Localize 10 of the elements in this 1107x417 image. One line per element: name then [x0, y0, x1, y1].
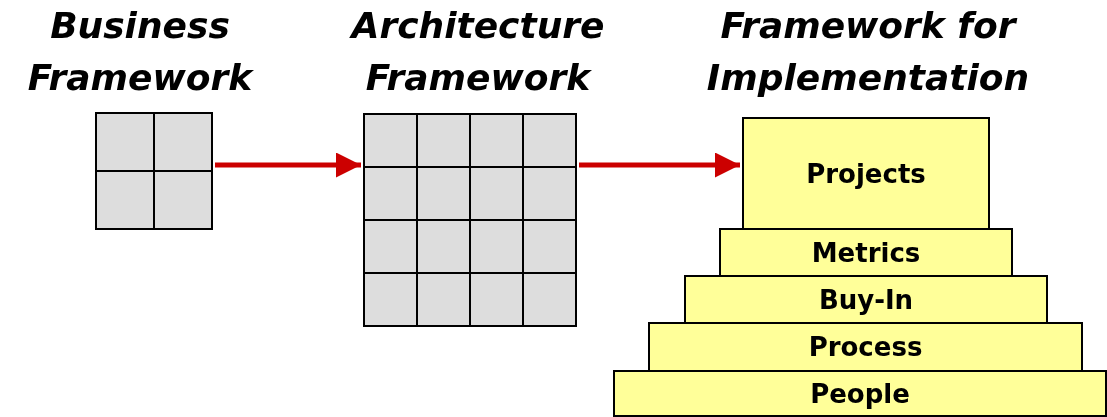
- heading: Architecture Framework: [348, 4, 606, 100]
- stack-layer: Metrics: [719, 228, 1013, 277]
- arrow: [215, 152, 361, 178]
- stack-layer: Buy-In: [684, 275, 1048, 324]
- heading: Framework for Implementation: [705, 4, 1031, 100]
- stack-layer: Projects: [742, 117, 990, 230]
- heading: Business Framework: [26, 4, 255, 100]
- arrow: [579, 152, 740, 178]
- stack-layer: Process: [648, 322, 1083, 372]
- stack-layer: People: [613, 370, 1107, 417]
